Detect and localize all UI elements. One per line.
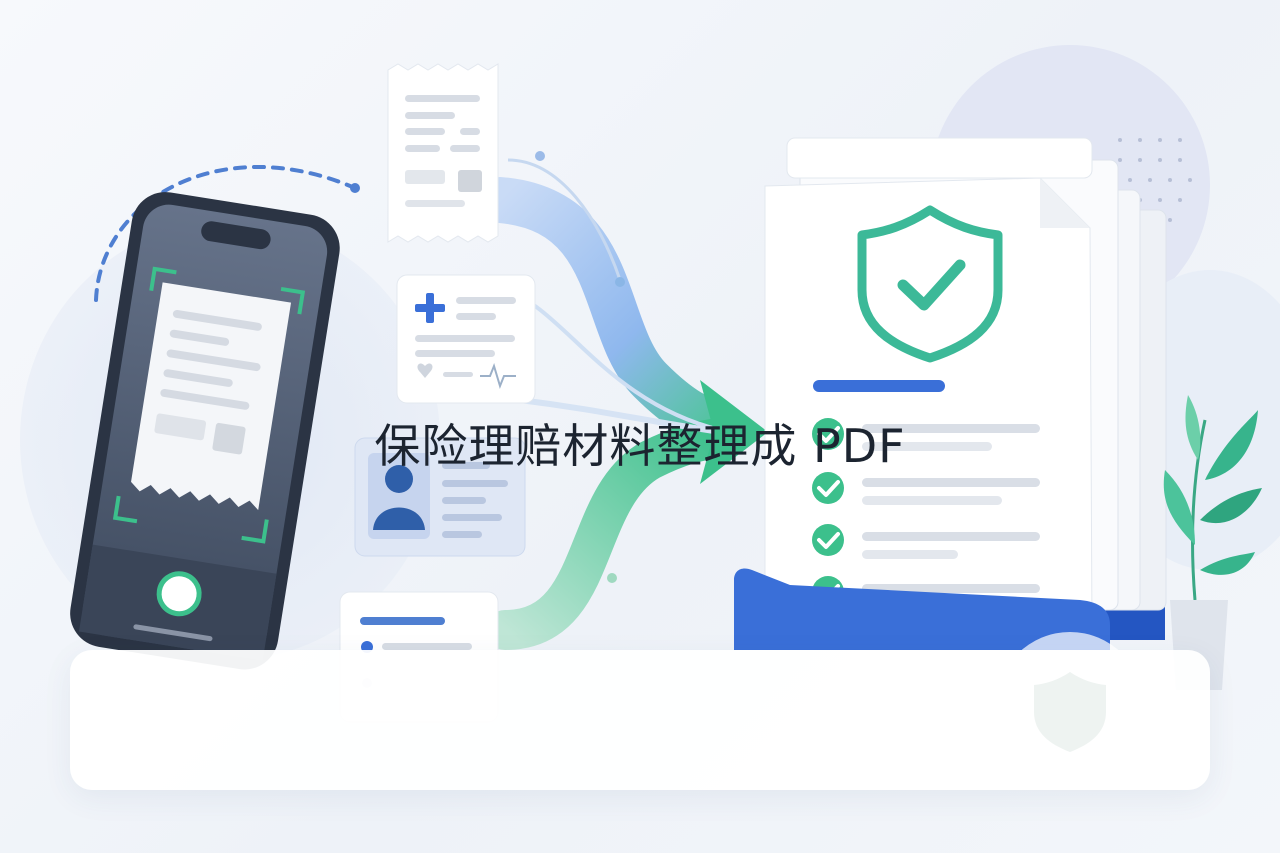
dot-pattern — [1118, 138, 1192, 222]
plant-icon — [1163, 395, 1262, 690]
folder-front — [734, 568, 1110, 650]
smartphone-scanning-icon — [70, 192, 340, 670]
shield-check-icon — [857, 205, 1003, 363]
checklist-item — [812, 418, 1040, 451]
pdf-document-stack — [764, 137, 1167, 633]
dashed-arc — [94, 164, 357, 302]
receipt-icon — [387, 63, 499, 243]
id-card-icon — [354, 437, 526, 557]
medical-record-icon — [396, 274, 536, 404]
checklist-item — [812, 524, 1040, 559]
caption-badge — [996, 632, 1144, 780]
checklist-item — [812, 472, 1040, 505]
shield-watermark-icon — [1034, 672, 1106, 752]
